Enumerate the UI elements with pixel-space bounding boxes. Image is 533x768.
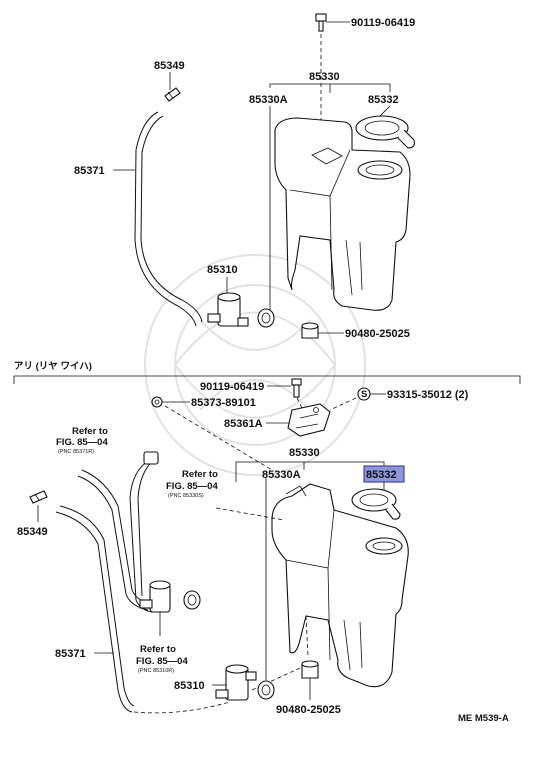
- part-label-motor-pump-lower[interactable]: 85310: [174, 680, 205, 692]
- reference-pnc-tank: (PNC 85330S): [168, 493, 204, 499]
- part-label-cap-lower[interactable]: 85332: [366, 469, 397, 481]
- grommet-icon-lower[interactable]: [257, 680, 275, 700]
- hose-clamp-icon[interactable]: [151, 396, 163, 408]
- bolt-icon-lower[interactable]: [291, 378, 302, 398]
- tank-cap-icon-lower[interactable]: [351, 488, 401, 520]
- section-header: アリ (リヤ ワイハ): [14, 361, 92, 372]
- part-label-tank-lower[interactable]: 85330A: [262, 469, 301, 481]
- hose-connector-icon-lower[interactable]: [29, 490, 48, 504]
- part-label-hose-lower[interactable]: 85371: [55, 648, 86, 660]
- washer-tank-icon-lower[interactable]: [271, 483, 409, 688]
- washer-hose-icon[interactable]: [134, 111, 203, 327]
- part-label-tank[interactable]: 85330A: [249, 94, 288, 106]
- screw-symbol: S: [361, 389, 367, 400]
- reference-figure-motor[interactable]: FIG. 85—04: [136, 656, 188, 667]
- lower-assembly: 90119-06419 85373-89101 S 93315-35012 (2…: [17, 378, 469, 716]
- reference-figure-hose[interactable]: FIG. 85—04: [56, 437, 108, 448]
- part-label-connector-lower[interactable]: 85349: [17, 526, 48, 538]
- hose-clamp-icon-lower[interactable]: [143, 451, 159, 465]
- reference-title-hose: Refer to: [72, 426, 108, 437]
- washer-motor-icon-lower[interactable]: [215, 664, 257, 701]
- reference-title-motor: Refer to: [140, 644, 176, 655]
- part-label-hose[interactable]: 85371: [74, 165, 105, 177]
- part-label-tank-assy-lower[interactable]: 85330: [289, 447, 320, 459]
- reference-title-tank: Refer to: [182, 469, 218, 480]
- washer-motor-icon[interactable]: [207, 292, 249, 327]
- part-label-motor-pump[interactable]: 85310: [207, 264, 238, 276]
- mount-bracket-icon[interactable]: [287, 403, 331, 437]
- washer-hose-icon-lower-2[interactable]: [55, 505, 135, 713]
- hose-connector-icon[interactable]: [164, 87, 181, 102]
- part-label-bracket[interactable]: 85361A: [224, 418, 263, 430]
- figure-code: ME M539-A: [458, 713, 509, 724]
- section-bracket: [13, 375, 521, 384]
- tank-cap-icon[interactable]: [355, 115, 415, 149]
- upper-assembly: 90119-06419 85330 85330A 85332 85349: [74, 13, 415, 340]
- grommet-icon-lower-right[interactable]: [301, 660, 319, 679]
- reference-pnc-motor: (PNC 85310R): [138, 668, 174, 674]
- reference-figure-tank[interactable]: FIG. 85—04: [166, 481, 218, 492]
- bolt-icon[interactable]: [315, 13, 327, 32]
- part-label-clamp[interactable]: 85373-89101: [191, 397, 256, 409]
- part-label-bolt[interactable]: 90119-06419: [351, 17, 415, 29]
- part-label-grommet[interactable]: 90480-25025: [345, 328, 410, 340]
- part-label-screw[interactable]: 93315-35012 (2): [387, 389, 469, 401]
- washer-motor-icon-ref[interactable]: [139, 580, 171, 613]
- washer-tank-icon[interactable]: [274, 117, 411, 311]
- grommet-icon-ref[interactable]: [183, 590, 201, 610]
- reference-pnc-hose: (PNC 85371R): [58, 449, 94, 455]
- screw-icon[interactable]: S: [357, 387, 371, 401]
- part-label-connector[interactable]: 85349: [154, 60, 185, 72]
- part-label-grommet-lower[interactable]: 90480-25025: [276, 704, 341, 716]
- part-label-bolt-lower[interactable]: 90119-06419: [200, 381, 264, 393]
- part-label-cap[interactable]: 85332: [368, 94, 399, 106]
- part-label-tank-assy[interactable]: 85330: [309, 71, 340, 83]
- grommet-icon-right[interactable]: [301, 322, 319, 339]
- grommet-icon[interactable]: [257, 308, 275, 328]
